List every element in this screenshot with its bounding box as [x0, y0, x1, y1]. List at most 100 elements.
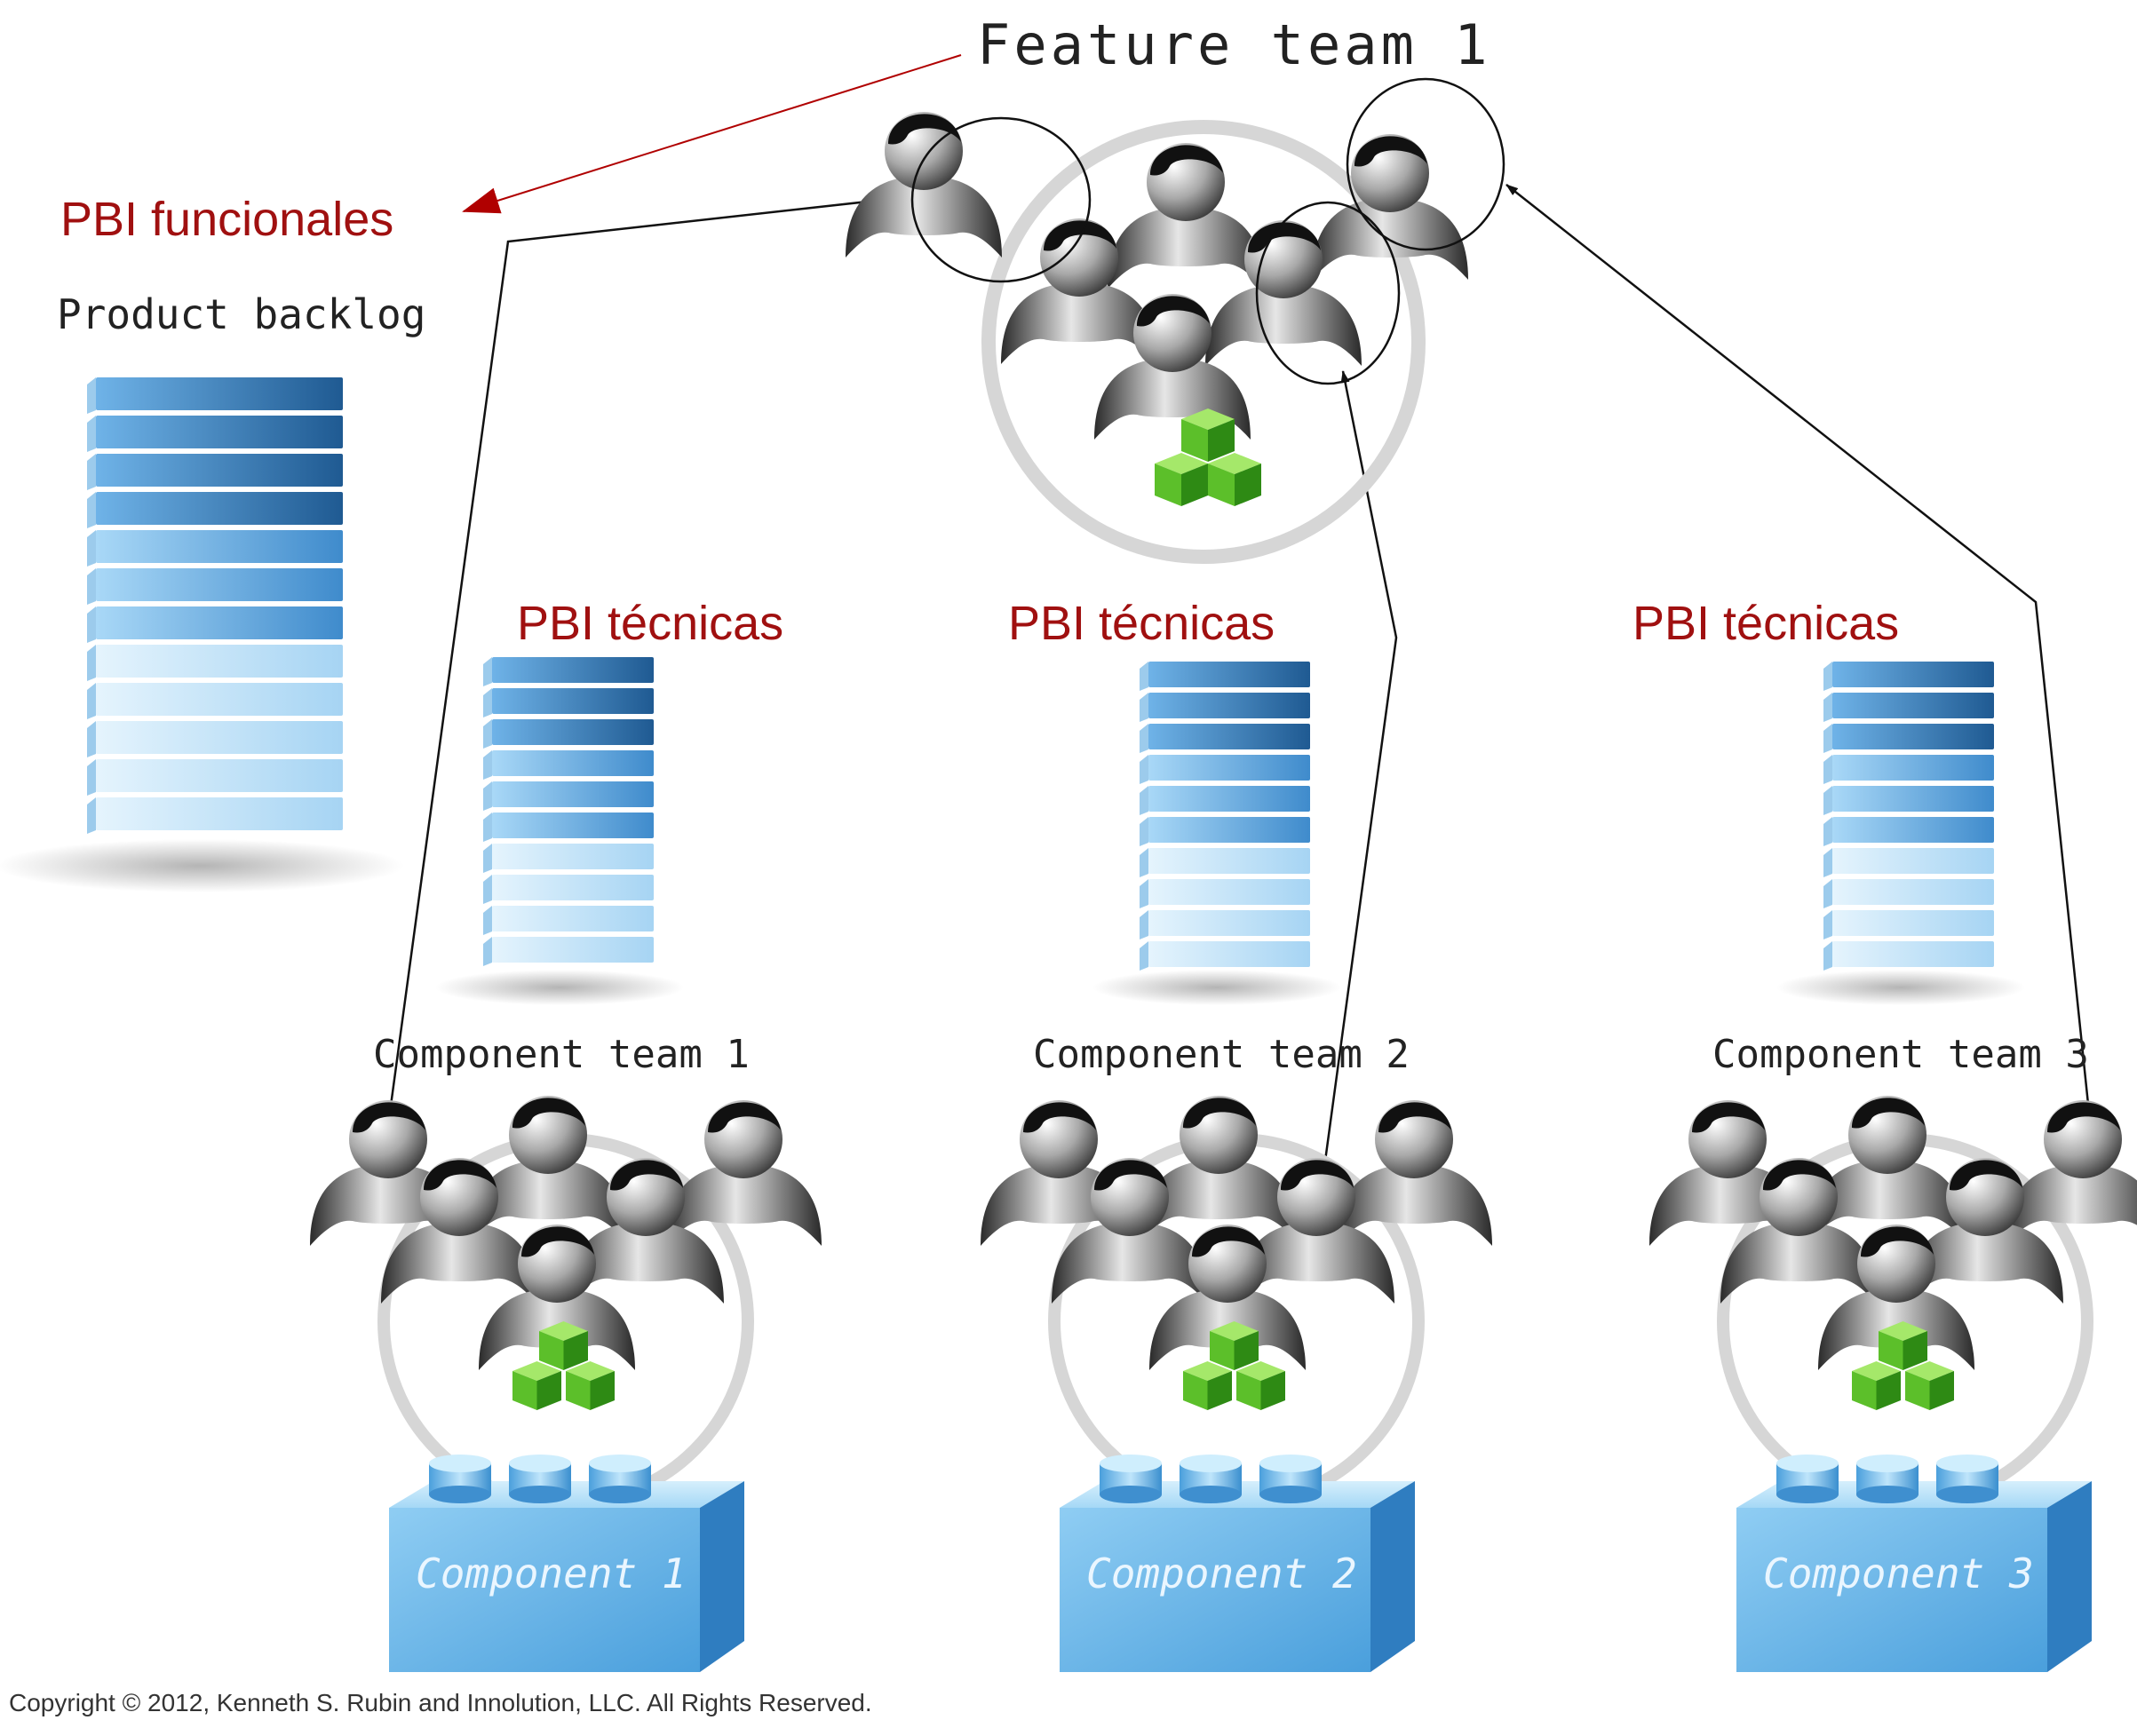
- highlight-circle: [1346, 77, 1505, 251]
- team-member-avatar: [1312, 134, 1468, 280]
- product-backlog-stack: [0, 377, 404, 892]
- tech-backlog-stack-1: [435, 657, 684, 1005]
- backlog-item-slab: [96, 683, 343, 716]
- backlog-item-slab: [96, 797, 343, 830]
- backlog-item-slab: [1832, 755, 1994, 781]
- backlog-item-slab: [1832, 786, 1994, 812]
- backlog-slab-edge: [87, 721, 96, 757]
- backlog-item-slab: [1148, 910, 1310, 936]
- backlog-item-slab: [1148, 817, 1310, 843]
- brick-stud: [1100, 1455, 1162, 1503]
- backlog-item-slab: [492, 688, 654, 714]
- backlog-slab-edge: [1140, 817, 1148, 846]
- team-member-avatar: [1140, 1096, 1297, 1241]
- backlog-shadow: [0, 839, 404, 892]
- backlog-item-slab: [96, 416, 343, 448]
- backlog-slab-edge: [1140, 879, 1148, 908]
- backlog-slab-edge: [483, 906, 492, 935]
- backlog-item-slab: [96, 492, 343, 525]
- brick-stud: [589, 1455, 651, 1503]
- backlog-item-slab: [96, 568, 343, 601]
- pbi-tecnicas-label-3: PBI técnicas: [1633, 597, 1899, 650]
- pbi-funcionales-label: PBI funcionales: [60, 193, 393, 246]
- feature-team-1: Feature team 1: [846, 12, 1505, 564]
- brick-front: [389, 1508, 700, 1672]
- arrow-component-team-2-to-feature-team: [1322, 370, 1398, 1175]
- arrow-component-team-1-to-feature-team: [389, 190, 941, 1106]
- backlog-item-slab: [492, 781, 654, 807]
- component-team-1: Component team 1: [310, 1032, 822, 1510]
- backlog-item-slab: [1148, 848, 1310, 874]
- brick-stud: [1936, 1455, 1998, 1503]
- backlog-item-slab: [492, 813, 654, 838]
- backlog-slab-edge: [1140, 724, 1148, 753]
- backlog-item-slab: [492, 657, 654, 683]
- backlog-slab-edge: [1823, 817, 1832, 846]
- component-team-title: Component team 3: [1712, 1032, 2089, 1077]
- brick-stud: [1776, 1455, 1839, 1503]
- brick-side: [1370, 1481, 1415, 1672]
- backlog-item-slab: [1832, 693, 1994, 718]
- component-team-title: Component team 2: [1033, 1032, 1410, 1077]
- component-brick-3: Component 3: [1736, 1455, 2092, 1672]
- backlog-slab-edge: [1823, 786, 1832, 815]
- backlog-shadow: [435, 970, 684, 1005]
- brick-stud: [1259, 1455, 1322, 1503]
- team-member-avatar: [2005, 1100, 2137, 1246]
- backlog-item-slab: [1832, 848, 1994, 874]
- team-member-avatar: [1336, 1100, 1492, 1246]
- component-team-2: Component team 2: [981, 1032, 1492, 1510]
- tech-backlog-stack-3: [1776, 662, 2025, 1005]
- team-ring: [981, 120, 1426, 564]
- component-brick-1: Component 1: [389, 1455, 744, 1672]
- backlog-item-slab: [96, 721, 343, 754]
- brick-stud: [1856, 1455, 1919, 1503]
- backlog-slab-edge: [483, 875, 492, 904]
- backlog-slab-edge: [1823, 910, 1832, 939]
- backlog-slab-edge: [483, 657, 492, 686]
- red-arrow-to-pbi-funcionales: [462, 54, 962, 214]
- backlog-item-slab: [1832, 879, 1994, 905]
- backlog-slab-edge: [1823, 941, 1832, 971]
- backlog-item-slab: [492, 906, 654, 931]
- highlight-circle: [1255, 201, 1401, 385]
- team-member-avatar: [665, 1100, 822, 1246]
- copyright-text: Copyright © 2012, Kenneth S. Rubin and I…: [9, 1689, 872, 1716]
- backlog-slab-edge: [1823, 693, 1832, 722]
- backlog-slab-edge: [483, 719, 492, 749]
- backlog-slab-edge: [87, 645, 96, 681]
- backlog-slab-edge: [1823, 848, 1832, 877]
- product-backlog-label: Product backlog: [57, 290, 425, 338]
- backlog-slab-edge: [87, 759, 96, 796]
- backlog-slab-edge: [87, 683, 96, 719]
- backlog-shadow: [1776, 970, 2025, 1005]
- team-member-avatar: [846, 112, 1002, 258]
- backlog-item-slab: [96, 606, 343, 639]
- component-team-3: Component team 3: [1649, 1032, 2137, 1510]
- backlog-slab-edge: [483, 813, 492, 842]
- component-team-title: Component team 1: [373, 1032, 750, 1077]
- backlog-item-slab: [96, 454, 343, 487]
- arrows: [389, 54, 2091, 1175]
- team-member-avatar: [470, 1096, 626, 1241]
- brick-stud: [429, 1455, 491, 1503]
- backlog-item-slab: [96, 377, 343, 410]
- backlog-item-slab: [1832, 724, 1994, 749]
- backlog-slab-edge: [483, 937, 492, 966]
- backlog-slab-edge: [1140, 941, 1148, 971]
- backlog-item-slab: [492, 719, 654, 745]
- backlog-slab-edge: [1140, 848, 1148, 877]
- backlog-slab-edge: [87, 568, 96, 605]
- component-brick-2: Component 2: [1060, 1455, 1415, 1672]
- brick-stud: [1180, 1455, 1242, 1503]
- backlog-slab-edge: [1823, 879, 1832, 908]
- backlog-item-slab: [492, 875, 654, 900]
- brick-front: [1736, 1508, 2047, 1672]
- backlog-slab-edge: [87, 377, 96, 414]
- backlog-slab-edge: [1140, 786, 1148, 815]
- backlog-slab-edge: [483, 688, 492, 717]
- brick-side: [700, 1481, 744, 1672]
- backlog-slab-edge: [483, 844, 492, 873]
- backlog-item-slab: [96, 645, 343, 678]
